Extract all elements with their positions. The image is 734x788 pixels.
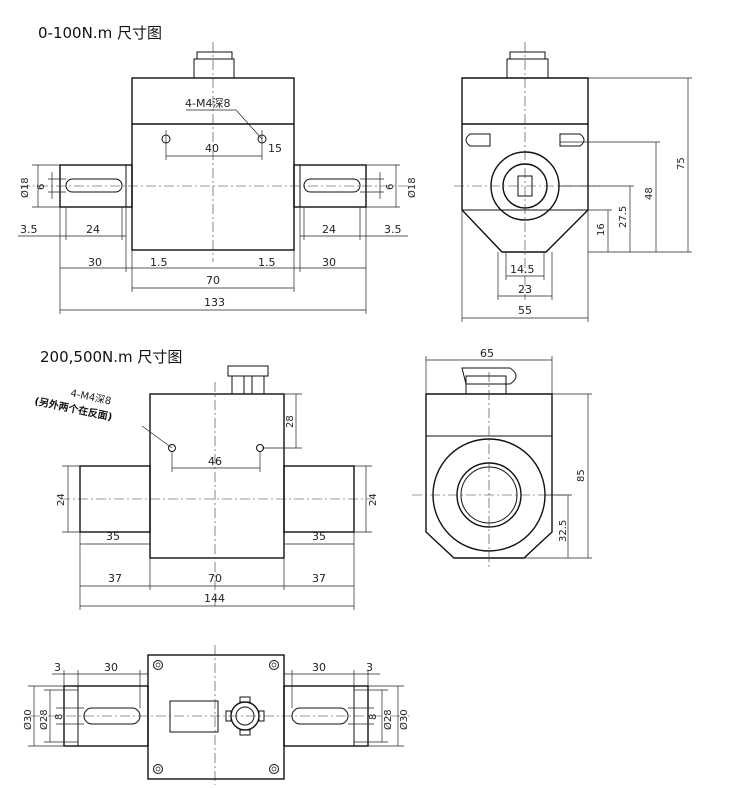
title-large-sensor: 200,500N.m 尺寸图 [40,348,182,366]
dim-23: 23 [518,283,532,296]
dim-46: 46 [208,455,222,468]
dim-15: 15 [268,142,282,155]
dim-1-5-right: 1.5 [258,256,276,269]
dim-35-right: 35 [312,530,326,543]
left-keyway [65,178,123,193]
dim-dia18-right: Ø18 [406,177,418,198]
title-small-sensor: 0-100N.m 尺寸图 [38,24,162,42]
dim-32-5: 32.5 [558,520,569,542]
dim-85: 85 [576,469,587,482]
view2-front: 46 4-M4深8 (另外两个在反面) 28 24 24 35 35 37 70… [33,365,379,610]
dim-dia30-right: Ø30 [398,709,410,730]
dim-3-5-left: 3.5 [20,223,38,236]
mount-hole-left-large [168,444,176,452]
dim-dia28-right: Ø28 [382,709,394,730]
dim-dia28-left: Ø28 [38,709,50,730]
sensor-body-large [149,393,285,559]
dim-30-right: 30 [322,256,336,269]
dim-16: 16 [596,223,607,236]
dim-8-right: 8 [368,714,379,720]
dim-dia30-left: Ø30 [22,709,34,730]
dim-75: 75 [676,157,687,170]
view1-side: 75 48 27.5 16 14.5 23 55 [454,42,692,322]
dim-30-left-top: 30 [104,661,118,674]
dim-3-5-right: 3.5 [384,223,402,236]
dim-6-right: 6 [385,184,396,190]
connector-cap [196,51,233,60]
dim-8-left: 8 [54,714,65,720]
connector-body [193,58,235,79]
view2-top: 3 30 30 3 Ø30 Ø28 8 Ø30 Ø28 8 [22,645,410,785]
dim-1-5-left: 1.5 [150,256,168,269]
dim-dia18-left: Ø18 [19,177,31,198]
dim-40: 40 [205,142,219,155]
view1-front: 4-M4深8 40 15 Ø18 6 Ø18 6 3.5 24 24 3.5 [18,42,418,314]
dim-3-right-top: 3 [366,661,373,674]
dim-30-left: 30 [88,256,102,269]
dim-48: 48 [644,187,655,200]
dim-24-right: 24 [322,223,336,236]
dim-3-left-top: 3 [54,661,61,674]
dim-24-left-large: 24 [56,493,67,506]
dim-6-left: 6 [36,184,47,190]
dim-70-large: 70 [208,572,222,585]
dim-35-left: 35 [106,530,120,543]
dim-65: 65 [480,347,494,360]
right-keyway-top [291,707,349,725]
left-keyway-top [83,707,141,725]
right-keyway [303,178,361,193]
top-window [169,700,219,733]
dim-24-left: 24 [86,223,100,236]
dim-37-right: 37 [312,572,326,585]
dim-55: 55 [518,304,532,317]
dim-14-5: 14.5 [510,263,535,276]
view2-side: 65 85 32.5 [412,347,592,570]
dim-28: 28 [285,415,296,428]
dim-24-right-large: 24 [368,493,379,506]
callout-holes-v1: 4-M4深8 [185,97,230,110]
dim-70: 70 [206,274,220,287]
dim-27-5: 27.5 [618,206,629,228]
dim-37-left: 37 [108,572,122,585]
dim-30-right-top: 30 [312,661,326,674]
dim-133: 133 [204,296,225,309]
dim-144: 144 [204,592,225,605]
